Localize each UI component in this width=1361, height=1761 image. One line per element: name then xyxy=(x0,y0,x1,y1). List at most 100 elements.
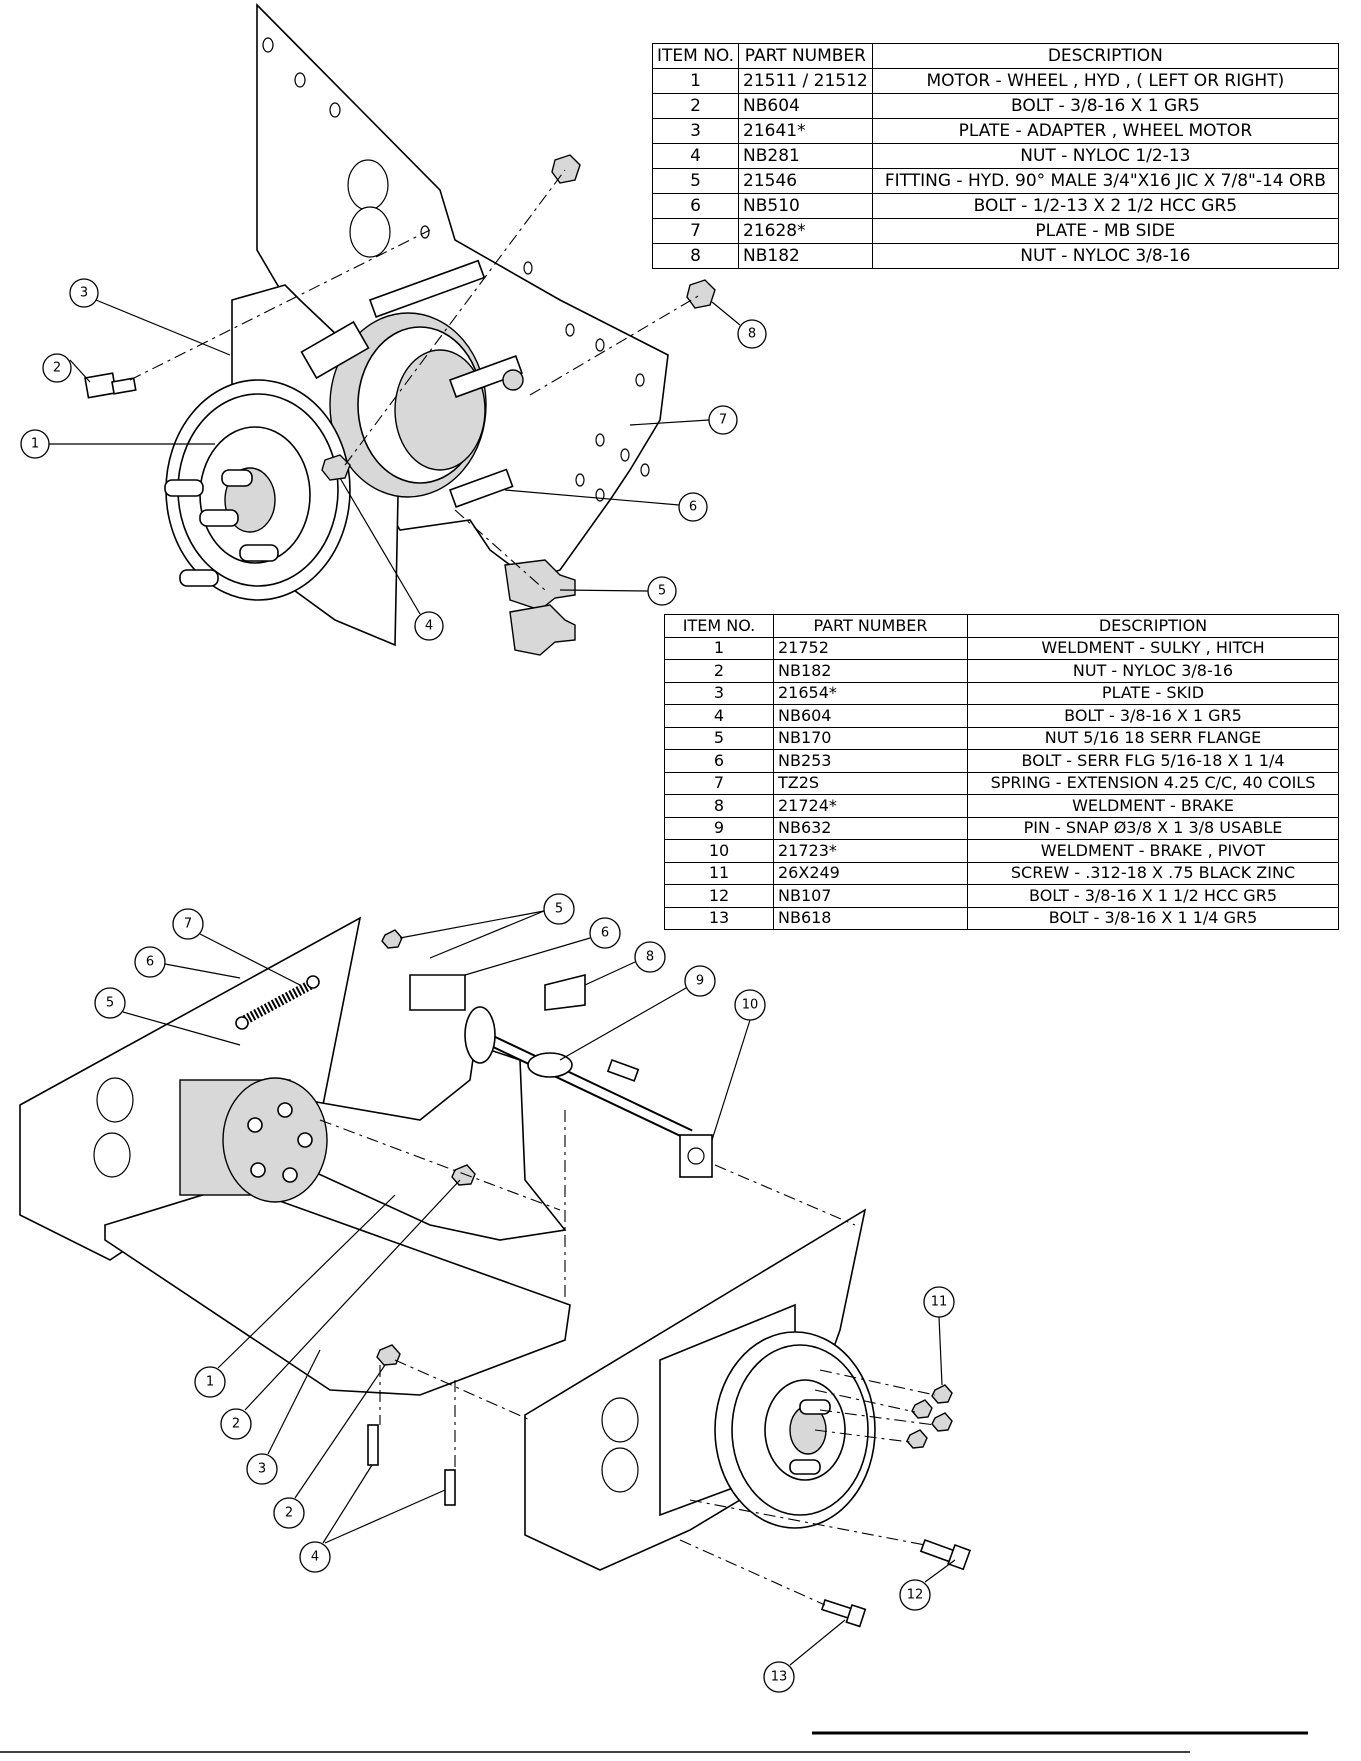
balloon-bottom-item-12: 12 xyxy=(899,1579,931,1611)
part-number-cell: 21546 xyxy=(738,168,873,194)
part-number-cell: NB604 xyxy=(738,93,873,119)
part-number-cell: NB107 xyxy=(773,884,968,908)
svg-text:3: 3 xyxy=(80,286,88,301)
description-cell: BOLT - 3/8-16 X 1 GR5 xyxy=(871,93,1340,119)
bolt-item-2 xyxy=(84,372,137,399)
part-number-cell: NB182 xyxy=(773,659,968,683)
brake-pivot xyxy=(679,1134,713,1178)
skid-plate xyxy=(104,1184,571,1396)
part-number-cell: 21724* xyxy=(773,794,968,818)
balloon-bottom-item-6a: 6 xyxy=(134,946,166,978)
col-item-no: ITEM NO. xyxy=(651,43,740,69)
bolt-item-4-b xyxy=(444,1469,456,1506)
item-no-cell: 1 xyxy=(651,68,740,94)
description-cell: NUT - NYLOC 3/8-16 xyxy=(871,243,1340,269)
item-no-cell: 1 xyxy=(664,636,774,660)
col-item-no: ITEM NO. xyxy=(664,614,774,638)
item-no-cell: 8 xyxy=(651,243,740,269)
extension-spring xyxy=(235,975,320,1030)
description-cell: WELDMENT - SULKY , HITCH xyxy=(967,636,1339,660)
part-number-cell: NB632 xyxy=(773,816,968,840)
svg-text:6: 6 xyxy=(689,500,697,515)
item-no-cell: 5 xyxy=(664,726,774,750)
right-plate-hole-lower xyxy=(601,1447,639,1493)
long-bolts xyxy=(368,259,524,508)
bom-header-row: ITEM NO. PART NUMBER DESCRIPTION xyxy=(651,43,1340,69)
item-no-cell: 8 xyxy=(664,794,774,818)
balloon-top-item-1: 1 xyxy=(20,429,50,459)
item-no-cell: 7 xyxy=(664,771,774,795)
svg-text:13: 13 xyxy=(771,1670,788,1685)
balloons-bottom: 7 6 5 5 6 8 9 10 1 2 3 xyxy=(94,893,956,1693)
description-cell: BOLT - 3/8-16 X 1 1/2 HCC GR5 xyxy=(967,884,1339,908)
part-number-cell: NB618 xyxy=(773,906,968,930)
balloons-top: 3 2 1 4 5 6 7 8 xyxy=(20,278,767,641)
description-cell: PLATE - MB SIDE xyxy=(871,218,1340,244)
balloon-bottom-item-2a: 2 xyxy=(220,1408,252,1440)
brake-weldment xyxy=(409,973,693,1141)
balloon-bottom-item-5b: 5 xyxy=(543,893,575,925)
part-number-cell: 21752 xyxy=(773,636,968,660)
description-cell: SCREW - .312-18 X .75 BLACK ZINC xyxy=(967,861,1339,885)
description-cell: BOLT - 3/8-16 X 1 1/4 GR5 xyxy=(967,906,1339,930)
item-no-cell: 6 xyxy=(651,193,740,219)
balloon-bottom-item-9: 9 xyxy=(684,965,716,997)
item-no-cell: 9 xyxy=(664,816,774,840)
right-wheel-hub xyxy=(714,1331,876,1529)
col-part-number: PART NUMBER xyxy=(773,614,968,638)
nyloc-nut-top xyxy=(551,154,581,184)
item-no-cell: 10 xyxy=(664,839,774,863)
part-number-cell: NB170 xyxy=(773,726,968,750)
balloon-top-item-4: 4 xyxy=(414,611,444,641)
balloon-bottom-item-7: 7 xyxy=(172,908,204,940)
part-number-cell: 21511 / 21512 xyxy=(738,68,873,94)
nut-bottom-2b xyxy=(451,1164,476,1186)
svg-text:6: 6 xyxy=(601,926,609,941)
nut-bottom-5a xyxy=(381,929,403,949)
bolt-near-pivot xyxy=(606,1058,640,1082)
description-cell: FITTING - HYD. 90° MALE 3/4"X16 JIC X 7/… xyxy=(871,168,1340,194)
svg-text:2: 2 xyxy=(285,1506,293,1521)
part-number-cell: 21654* xyxy=(773,681,968,705)
balloon-bottom-item-8: 8 xyxy=(634,941,666,973)
description-cell: WELDMENT - BRAKE xyxy=(967,794,1339,818)
part-number-cell: NB253 xyxy=(773,749,968,773)
description-cell: PLATE - ADAPTER , WHEEL MOTOR xyxy=(871,118,1340,144)
col-part-number: PART NUMBER xyxy=(738,43,873,69)
part-number-cell: NB281 xyxy=(738,143,873,169)
item-no-cell: 2 xyxy=(651,93,740,119)
top-assembly xyxy=(84,3,716,656)
bolt-item-13 xyxy=(820,1598,867,1628)
balloon-bottom-item-1: 1 xyxy=(194,1366,226,1398)
description-cell: PLATE - SKID xyxy=(967,681,1339,705)
balloon-bottom-item-4: 4 xyxy=(299,1541,331,1573)
svg-text:4: 4 xyxy=(425,619,433,634)
part-number-cell: 21628* xyxy=(738,218,873,244)
svg-text:10: 10 xyxy=(742,998,759,1013)
item-no-cell: 3 xyxy=(651,118,740,144)
item-no-cell: 4 xyxy=(664,704,774,728)
svg-text:5: 5 xyxy=(106,996,114,1011)
balloon-top-item-5: 5 xyxy=(647,576,677,606)
balloon-bottom-item-5a: 5 xyxy=(94,987,126,1019)
description-cell: NUT - NYLOC 3/8-16 xyxy=(967,659,1339,683)
svg-text:5: 5 xyxy=(555,902,563,917)
svg-text:1: 1 xyxy=(31,437,39,452)
balloon-bottom-item-11: 11 xyxy=(923,1286,955,1318)
col-description: DESCRIPTION xyxy=(871,43,1340,69)
screws-item-11 xyxy=(906,1384,953,1449)
